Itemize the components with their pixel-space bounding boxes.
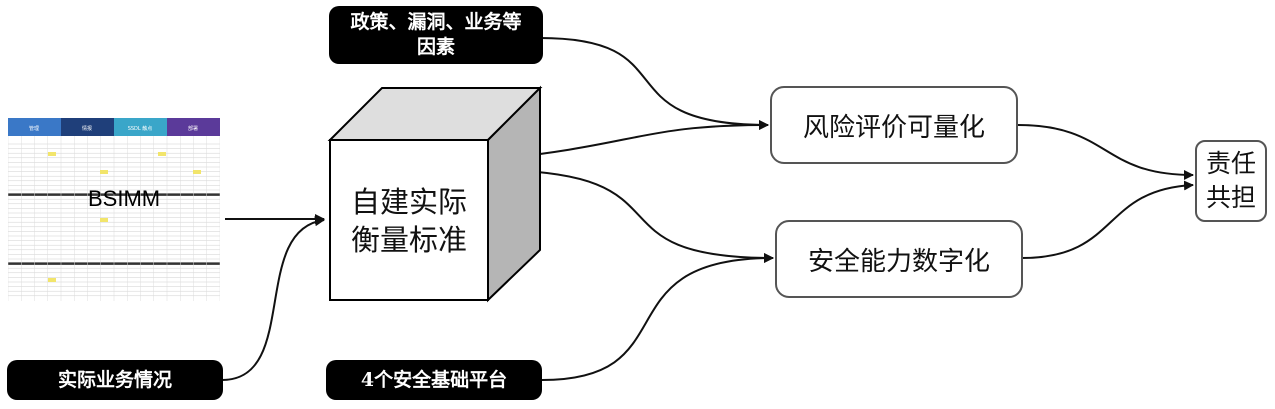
connector-business-to-cube [221, 216, 325, 381]
sheet-header-ssdl [114, 118, 167, 136]
shared-line-1: 责任 [1205, 149, 1256, 178]
policy-line-1: 政策、漏洞、业务等 [350, 11, 522, 33]
sheet-header-deployment [167, 118, 220, 136]
platforms-label: 4个安全基础平台 [326, 360, 542, 400]
cube-label: 自建实际 衡量标准 [334, 183, 484, 259]
connector-policy-to-risk [539, 37, 769, 130]
sheet-grid [8, 136, 220, 301]
shared-line-2: 共担 [1205, 183, 1256, 212]
sheet-highlight-cell [193, 170, 201, 174]
sheet-highlight-cell [48, 278, 56, 282]
cube-line-1: 自建实际 [350, 185, 467, 219]
sheet-header-text-0: 管理 [29, 125, 39, 132]
connector-risk-to-shared [1017, 124, 1194, 180]
connector-security-to-shared [1021, 180, 1194, 259]
actual-business-label: 实际业务情况 [7, 360, 223, 400]
sheet-highlight-cell [100, 218, 108, 222]
shared-responsibility-box: 责任 共担 [1195, 140, 1267, 222]
cube-shape [327, 85, 543, 303]
sheet-highlight-cell [100, 170, 108, 174]
sheet-header-governance [8, 118, 61, 136]
connector-cube-to-security [487, 169, 774, 263]
sheet-header-text-3: 部署 [188, 125, 198, 132]
policy-line-2: 因素 [416, 36, 455, 58]
connector-platforms-to-security [541, 253, 774, 381]
bsimm-spreadsheet: 管理 情报 SSDL 触点 部署 [8, 118, 220, 301]
sheet-highlight-cell [158, 152, 166, 156]
sheet-header-intelligence [61, 118, 114, 136]
security-digitized-box: 安全能力数字化 [775, 220, 1023, 298]
bsimm-label: BSIMM [88, 186, 161, 211]
sheet-header-text-1: 情报 [82, 125, 92, 132]
policy-factors-label: 政策、漏洞、业务等 因素 [329, 6, 543, 64]
risk-quantifiable-box: 风险评价可量化 [770, 86, 1018, 164]
sheet-highlight-cell [48, 152, 56, 156]
sheet-header-text-2: SSDL 触点 [128, 125, 153, 132]
cube-line-2: 衡量标准 [350, 223, 467, 257]
